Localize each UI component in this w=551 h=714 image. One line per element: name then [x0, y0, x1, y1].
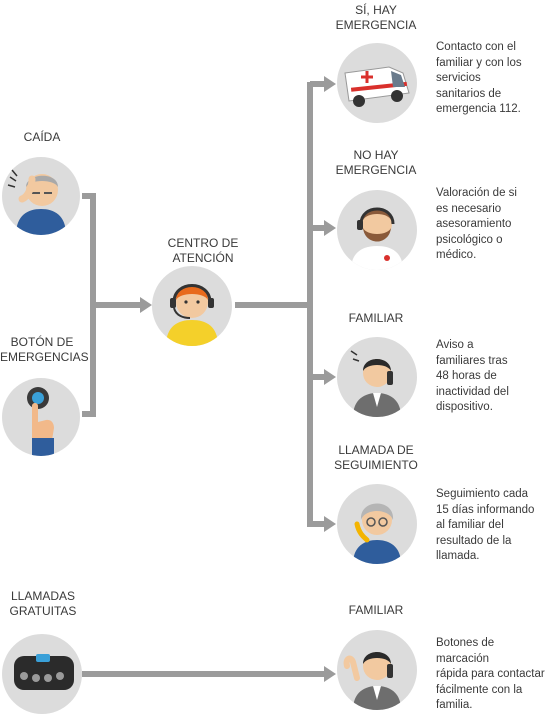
family-member-waving-icon	[337, 630, 417, 710]
speed-dial-phone-icon	[2, 634, 82, 714]
arrowhead-emergency	[324, 76, 336, 92]
fallen-elderly-man-icon	[2, 157, 80, 235]
arrowhead-no-emergency	[324, 220, 336, 236]
ambulance-icon	[337, 43, 417, 123]
center-label: CENTRO DE ATENCIÓN	[167, 236, 239, 265]
arrowhead-followup	[324, 516, 336, 532]
arrowhead-bottom-family	[324, 666, 336, 682]
outcome-family-label: FAMILIAR	[348, 311, 404, 325]
inputs-merge-line	[82, 193, 96, 417]
arrowhead-center	[140, 297, 152, 313]
emergency-button-hand-icon	[2, 378, 80, 456]
outcome-emergency-label: SÍ, HAY EMERGENCIA	[335, 3, 417, 32]
outcome-no-emergency-description: Valoración de si es necesario asesoramie…	[436, 187, 517, 261]
family-member-phone-icon	[337, 337, 417, 417]
outcome-followup-label: LLAMADA DE SEGUIMIENTO	[334, 443, 418, 472]
caida-label: CAÍDA	[23, 130, 61, 144]
outcome-no-emergency-label: NO HAY EMERGENCIA	[335, 148, 417, 177]
outcome-emergency-description: Contacto con el familiar y con los servi…	[436, 41, 522, 115]
bottom-family-label: FAMILIAR	[348, 603, 404, 617]
doctor-icon	[337, 190, 417, 270]
llamadas-label: LLAMADAS GRATUITAS	[9, 589, 77, 618]
arrowhead-family	[324, 369, 336, 385]
bottom-family-description: Botones de marcación rápida para contact…	[436, 637, 545, 711]
boton-label: BOTÓN DE EMERGENCIAS	[0, 335, 89, 364]
outcome-family-description: Aviso a familiares tras 48 horas de inac…	[436, 339, 509, 413]
call-center-operator-icon	[152, 266, 232, 346]
outcome-followup-description: Seguimiento cada 15 días informando al f…	[436, 488, 535, 562]
elderly-woman-phone-icon	[337, 484, 417, 564]
